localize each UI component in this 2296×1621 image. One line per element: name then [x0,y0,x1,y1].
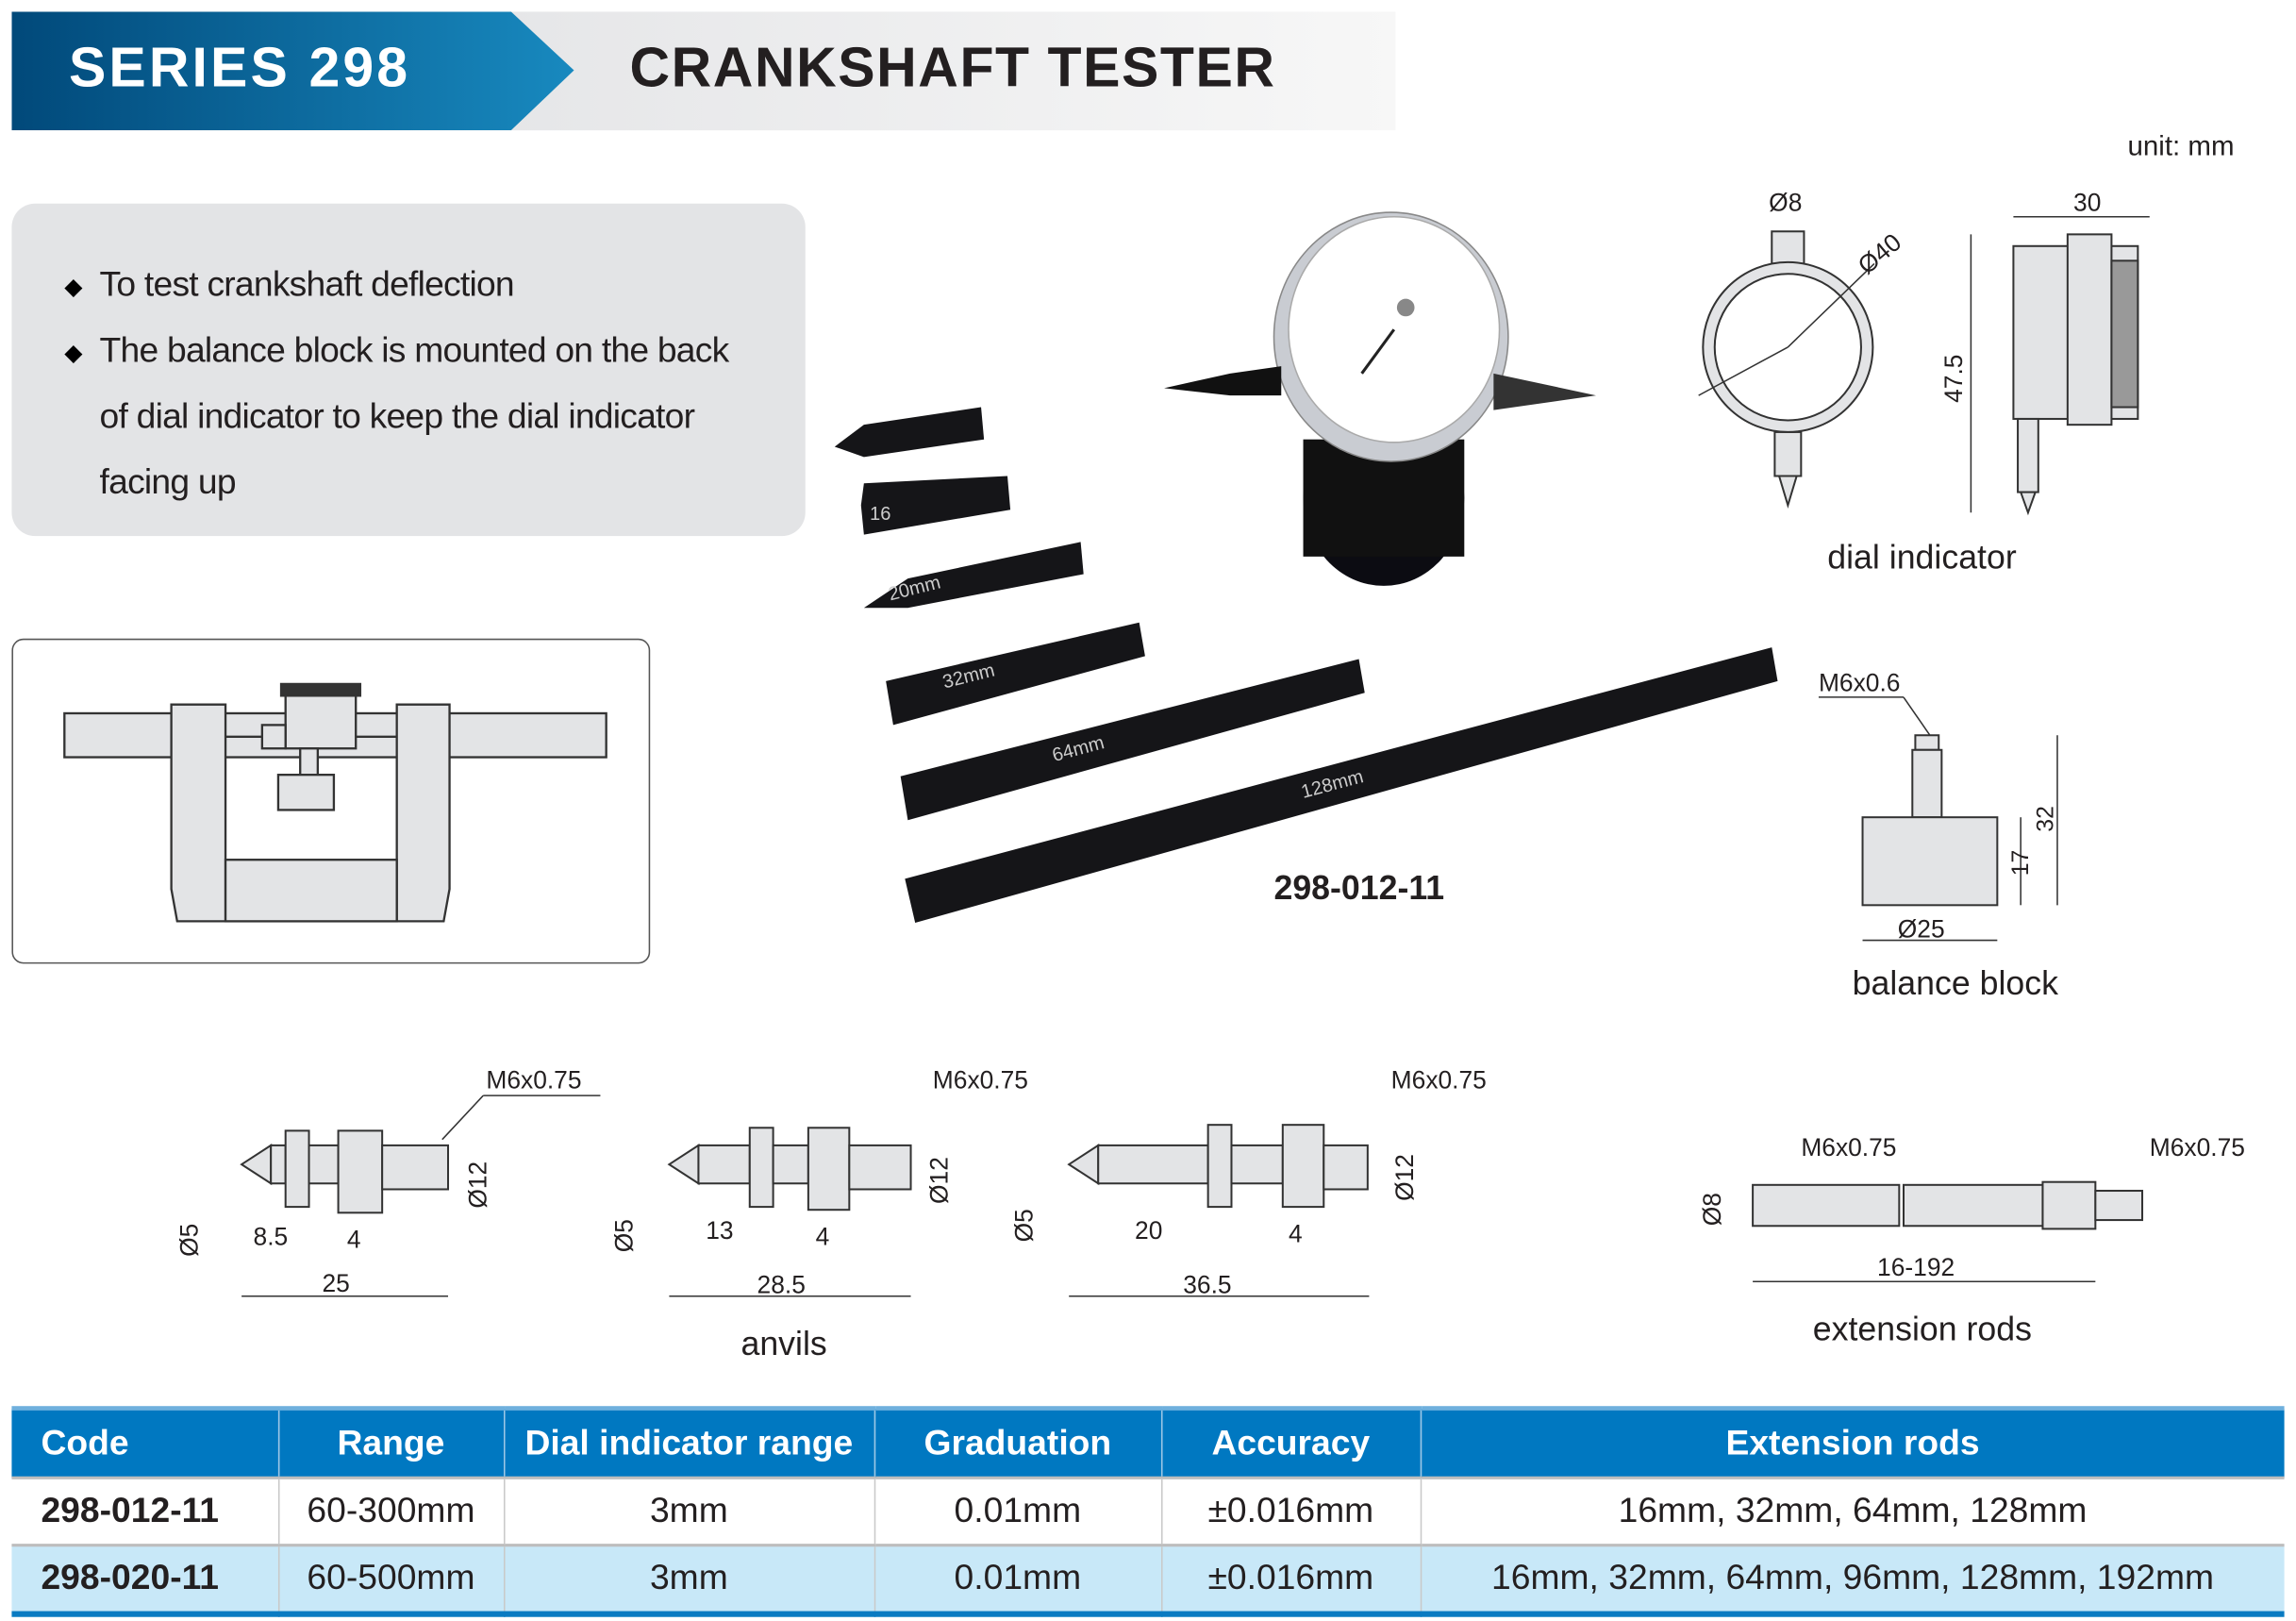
col-range: Range [277,1406,504,1479]
extension-rods-drawing: M6x0.75 M6x0.75 Ø8 16-192 [1698,1133,2245,1283]
features-panel: ◆ To test crankshaft deflection ◆ The ba… [11,203,806,537]
dial-indicator-photo [1164,211,1597,586]
feature-text: To test crankshaft deflection [99,264,515,305]
rod-thread-right: M6x0.75 [2150,1133,2245,1161]
anvil-3: M6x0.75 Ø12 Ø5 20 4 36.5 [1009,1065,1486,1298]
cell-range: 60-500mm [277,1544,504,1614]
anvil-tip-dia: Ø5 [1009,1209,1038,1242]
cell-graduation: 0.01mm [873,1544,1161,1614]
col-extension-rods: Extension rods [1419,1406,2285,1479]
anvil-thread: M6x0.75 [486,1065,581,1094]
anvil-length: 25 [323,1269,350,1297]
rod-dia: Ø8 [1698,1193,1726,1226]
cell-graduation: 0.01mm [873,1476,1161,1546]
anvil-dim-a: 8.5 [254,1222,289,1250]
cell-dial-range: 3mm [503,1544,874,1614]
product-photo: 16 20mm 32mm 64mm 128mm 298-012-11 [834,211,1778,923]
anvil-dim-b: 4 [1289,1219,1303,1247]
anvils-and-rods-photo [834,407,1778,923]
col-accuracy: Accuracy [1160,1406,1421,1479]
anvil-tip-dia: Ø5 [175,1224,204,1257]
cell-extension-rods: 16mm, 32mm, 64mm, 128mm [1419,1476,2285,1546]
cell-accuracy: ±0.016mm [1160,1544,1421,1614]
feature-text: of dial indicator to keep the dial indic… [99,396,695,437]
dim-height: 47.5 [1939,355,1968,403]
product-code: 298-012-11 [1274,869,1445,907]
anvil-length: 36.5 [1183,1271,1231,1299]
balance-block-caption: balance block [1852,963,2059,1002]
dim-stem: Ø8 [1769,189,1802,217]
anvil-1: M6x0.75 Ø12 Ø5 8.5 4 25 [175,1065,601,1297]
dim-h1: 17 [2008,850,2034,877]
cell-extension-rods: 16mm, 32mm, 64mm, 96mm, 128mm, 192mm [1419,1544,2285,1614]
col-code: Code [11,1406,278,1479]
dim-face: Ø40 [1853,227,1906,279]
dim-depth: 30 [2073,189,2101,217]
rod-label: 16 [870,504,890,525]
extension-rods-caption: extension rods [1812,1309,2032,1348]
col-graduation: Graduation [873,1406,1161,1479]
page-title: CRANKSHAFT TESTER [629,38,1276,100]
anvil-dim-b: 4 [347,1226,361,1254]
anvil-thread: M6x0.75 [1391,1065,1487,1094]
bullet-icon: ◆ [64,341,83,367]
table-row: 298-012-11 60-300mm 3mm 0.01mm ±0.016mm … [11,1476,2285,1546]
anvil-body-dia: Ø12 [1390,1154,1419,1201]
spec-table: Code Range Dial indicator range Graduati… [11,1406,2285,1617]
crankshaft-illustration [63,682,607,923]
feature-text: facing up [99,462,237,503]
anvil-body-dia: Ø12 [924,1157,953,1204]
dim-thread: M6x0.6 [1819,669,1901,697]
anvils-drawing: M6x0.75 Ø12 Ø5 8.5 4 25 M6x0.75 Ø12 Ø5 1… [175,1065,1487,1298]
balance-block-drawing: M6x0.6 17 32 Ø25 [1819,669,2058,944]
cell-code: 298-012-11 [11,1476,278,1546]
unit-label: unit: mm [2127,131,2235,163]
feature-text: The balance block is mounted on the back [99,330,730,371]
cell-code: 298-020-11 [11,1544,278,1614]
dim-h2: 32 [2033,806,2058,832]
anvil-dim-a: 13 [706,1216,733,1245]
rod-length: 16-192 [1877,1253,1955,1281]
anvil-body-dia: Ø12 [463,1161,491,1209]
anvil-dim-a: 20 [1135,1216,1162,1245]
cell-accuracy: ±0.016mm [1160,1476,1421,1546]
anvil-thread: M6x0.75 [933,1065,1028,1094]
cell-dial-range: 3mm [503,1476,874,1546]
dial-indicator-drawing: Ø8 Ø40 30 47.5 [1698,189,2150,516]
rod-thread-left: M6x0.75 [1801,1133,1896,1161]
anvil-length: 28.5 [757,1271,806,1299]
series-label: SERIES 298 [68,38,411,100]
anvil-dim-b: 4 [816,1222,830,1250]
table-row: 298-020-11 60-500mm 3mm 0.01mm ±0.016mm … [11,1544,2285,1614]
table-header: Code Range Dial indicator range Graduati… [11,1406,2285,1479]
cell-range: 60-300mm [277,1476,504,1546]
col-dial-range: Dial indicator range [503,1406,874,1479]
bullet-icon: ◆ [64,275,83,301]
dim-dia: Ø25 [1898,914,1945,943]
usage-diagram [11,638,651,964]
dial-indicator-caption: dial indicator [1827,537,2017,577]
anvils-caption: anvils [740,1324,827,1362]
anvil-tip-dia: Ø5 [610,1219,639,1252]
series-tag [11,11,574,131]
anvil-2: M6x0.75 Ø12 Ø5 13 4 28.5 [610,1065,1028,1298]
